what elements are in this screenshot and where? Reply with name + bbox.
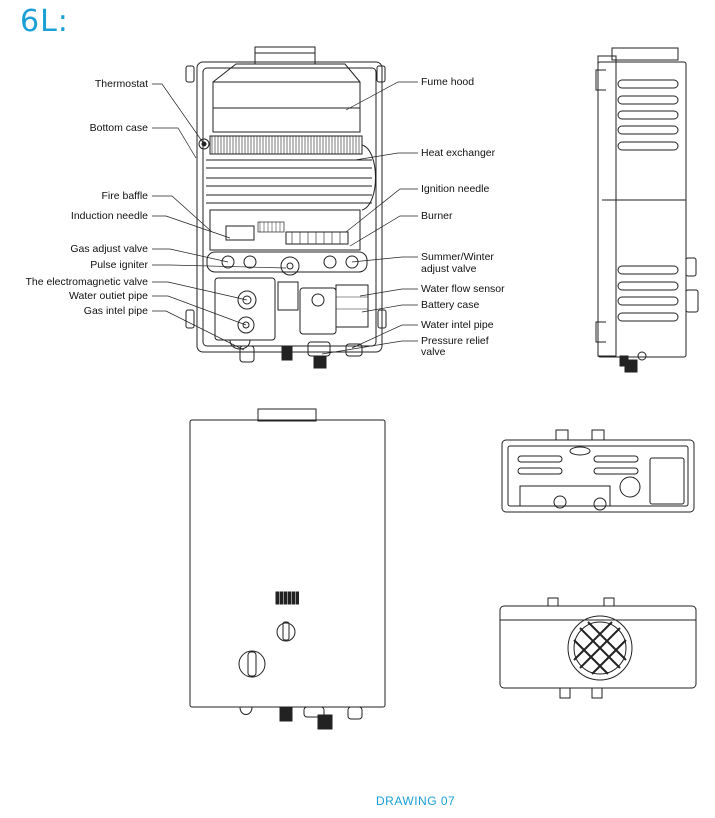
label-summer-winter: Summer/Winter (421, 251, 494, 263)
label-electromagnetic-valve: The electromagnetic valve (25, 276, 148, 288)
label-heat-exchanger: Heat exchanger (421, 147, 496, 159)
front-interior-view (185, 46, 387, 369)
label-fume-hood: Fume hood (421, 76, 475, 88)
front-cover-view (189, 408, 386, 730)
label-battery-case: Battery case (421, 299, 480, 311)
label-bottom-case: Bottom case (89, 122, 148, 134)
label-adjust-valve: adjust valve (421, 263, 477, 275)
front-knob-small (276, 621, 296, 642)
label-burner: Burner (421, 210, 453, 222)
label-gas-inlet-pipe: Gas intel pipe (83, 305, 148, 317)
label-water-flow-sensor: Water flow sensor (421, 283, 505, 295)
vent-slots (275, 591, 299, 605)
label-fire-baffle: Fire baffle (101, 190, 149, 202)
label-pulse-igniter: Pulse igniter (90, 259, 148, 271)
top-view (499, 597, 697, 699)
bottom-view (501, 429, 695, 513)
label-induction-needle: Induction needle (70, 210, 148, 222)
label-pressure-relief-valve: valve (421, 346, 446, 358)
front-knob-large (238, 650, 266, 678)
label-water-outlet-pipe: Water outiet pipe (69, 290, 148, 302)
label-pressure-relief: Pressure relief (421, 335, 489, 347)
side-view (595, 47, 699, 373)
drawing-number: DRAWING 07 (376, 794, 456, 808)
heat-exchanger-fins (211, 136, 360, 154)
label-water-inlet-pipe: Water intel pipe (421, 319, 494, 331)
label-gas-adjust-valve: Gas adjust valve (70, 243, 148, 255)
label-ignition-needle: Ignition needle (421, 183, 490, 195)
page-title: 6L: (20, 4, 69, 39)
right-leader-lines (321, 81, 418, 355)
label-thermostat: Thermostat (94, 78, 148, 90)
left-leader-lines (152, 83, 287, 351)
